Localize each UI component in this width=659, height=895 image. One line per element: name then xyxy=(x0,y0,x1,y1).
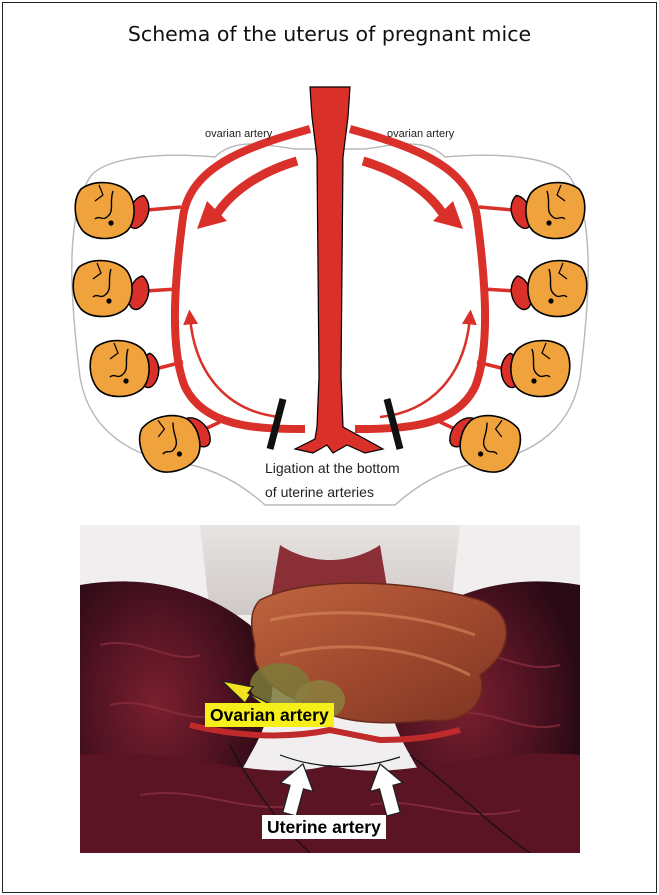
right-fetus-1 xyxy=(505,183,585,239)
right-fetus-2 xyxy=(506,261,587,317)
left-uterine-artery xyxy=(175,129,310,429)
ovarian-artery-label: Ovarian artery xyxy=(205,703,334,727)
right-fetus-3 xyxy=(498,341,570,397)
figure-title: Schema of the uterus of pregnant mice xyxy=(0,22,659,46)
left-fetus-2 xyxy=(73,261,154,317)
ligation-label-line1: Ligation at the bottom xyxy=(265,460,400,476)
right-uterine-artery xyxy=(350,129,485,429)
left-ligation-mark xyxy=(270,399,283,449)
right-blood-flow-arrow xyxy=(363,161,445,217)
central-artery xyxy=(295,87,383,453)
ligation-label-line2: of uterine arteries xyxy=(265,484,374,500)
left-fetus-3 xyxy=(90,341,162,397)
left-blood-flow-arrow xyxy=(215,161,297,217)
left-return-arrow xyxy=(190,317,280,417)
dissection-photograph xyxy=(80,525,580,853)
left-fetus-1 xyxy=(75,183,155,239)
right-ovarian-artery-label: ovarian artery xyxy=(387,128,455,140)
right-return-arrow xyxy=(380,317,470,417)
uterine-artery-label: Uterine artery xyxy=(262,815,386,839)
uterus-schema-diagram: ovarian artery ovarian artery Ligation a… xyxy=(65,77,595,512)
left-ovarian-artery-label: ovarian artery xyxy=(205,128,273,140)
